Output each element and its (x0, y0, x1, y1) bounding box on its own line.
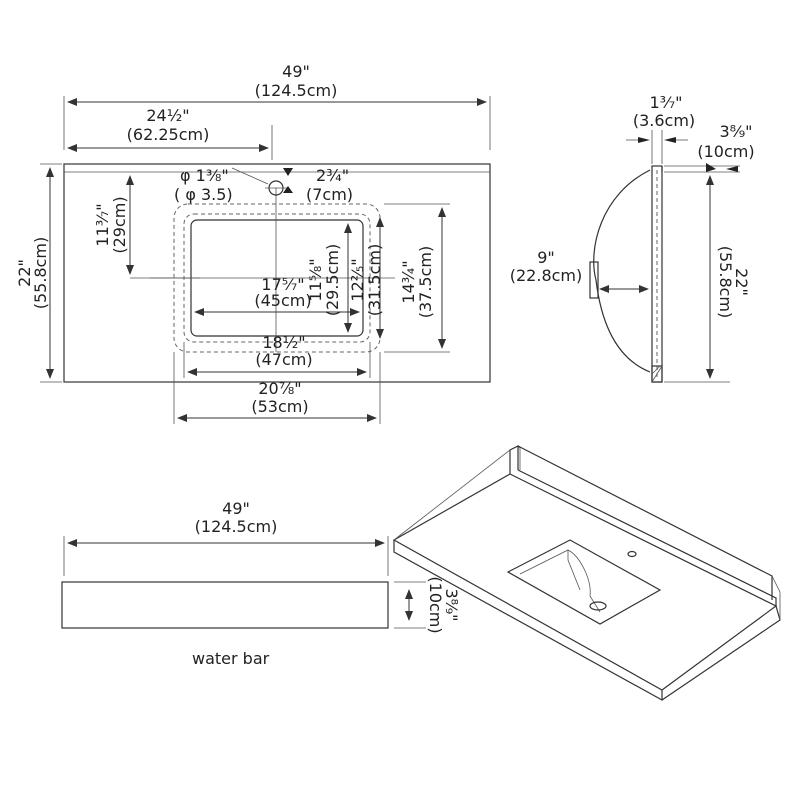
water-bar-height-cm: (10cm) (426, 576, 445, 633)
faucet-hole-cm: ( φ 3.5) (174, 185, 233, 204)
depth-in: 22" (15, 259, 34, 287)
water-bar-width-in: 49" (222, 499, 250, 518)
sink-center-depth-cm: (29cm) (110, 196, 129, 253)
bowl-inner-depth-cm: (29.5cm) (323, 244, 342, 317)
bowl-inner-depth-in: 11⅝" (306, 258, 325, 301)
iso-sink-bowl (506, 539, 662, 625)
backsplash-in: 3⁸⁄₉" (719, 122, 752, 141)
cutout-width-in: 20⅞" (258, 379, 301, 398)
side-view: 1³⁄₇" (3.6cm) 3⁸⁄₉" (10cm) 9" (22.8cm) 2… (510, 93, 755, 383)
overall-width-cm: (124.5cm) (255, 81, 338, 100)
overall-width-in: 49" (282, 62, 310, 81)
bowl-profile (593, 169, 651, 373)
depth-cm: (55.8cm) (31, 237, 50, 310)
isometric-view (392, 445, 781, 702)
top-view: 49" (124.5cm) 24½" (62.25cm) 22" (55.8cm… (15, 62, 491, 424)
top-thickness-in: 1³⁄₇" (649, 93, 682, 112)
faucet-hole-in: φ 1⅜" (180, 166, 229, 185)
hole-setback-cm: (7cm) (306, 185, 353, 204)
sink-center-depth-in: 11³⁄₇" (93, 203, 112, 246)
faucet-center-cm: (62.25cm) (127, 125, 210, 144)
bowl-outer-width-in: 18½" (262, 333, 305, 352)
water-bar-caption: water bar (192, 649, 270, 668)
bowl-outer-depth-in: 12²⁄₅" (348, 258, 367, 301)
iso-drain-icon (589, 601, 607, 611)
water-bar-height-in: 3⁸⁄₉" (442, 588, 461, 621)
countertop-outline (63, 163, 491, 383)
hole-setback-in: 2¾" (316, 166, 349, 185)
faucet-center-in: 24½" (146, 106, 189, 125)
top-thickness-cm: (3.6cm) (633, 111, 695, 130)
cutout-width-cm: (53cm) (251, 397, 308, 416)
iso-back-backsplash (509, 445, 519, 474)
bowl-depth-in: 9" (537, 248, 555, 267)
backsplash-cm: (10cm) (697, 142, 754, 161)
iso-faucet-hole-icon (627, 550, 637, 558)
bowl-outer-width-cm: (47cm) (255, 350, 312, 369)
water-bar-shape (61, 581, 389, 629)
bowl-outer-depth-cm: (31.5cm) (365, 244, 384, 317)
side-depth-cm: (55.8cm) (716, 246, 735, 319)
water-bar-width-cm: (124.5cm) (195, 517, 278, 536)
water-bar-view: 49" (124.5cm) 3⁸⁄₉" (10cm) water bar (61, 499, 461, 668)
bowl-inner-width-in: 17⁵⁄₇" (261, 275, 304, 294)
cutout-depth-in: 14¾" (399, 260, 418, 303)
bowl-inner-width-cm: (45cm) (254, 291, 311, 310)
cutout-depth-cm: (37.5cm) (416, 246, 435, 319)
drain-profile (589, 261, 599, 299)
side-depth-in: 22" (732, 268, 751, 296)
bowl-depth-cm: (22.8cm) (510, 266, 583, 285)
